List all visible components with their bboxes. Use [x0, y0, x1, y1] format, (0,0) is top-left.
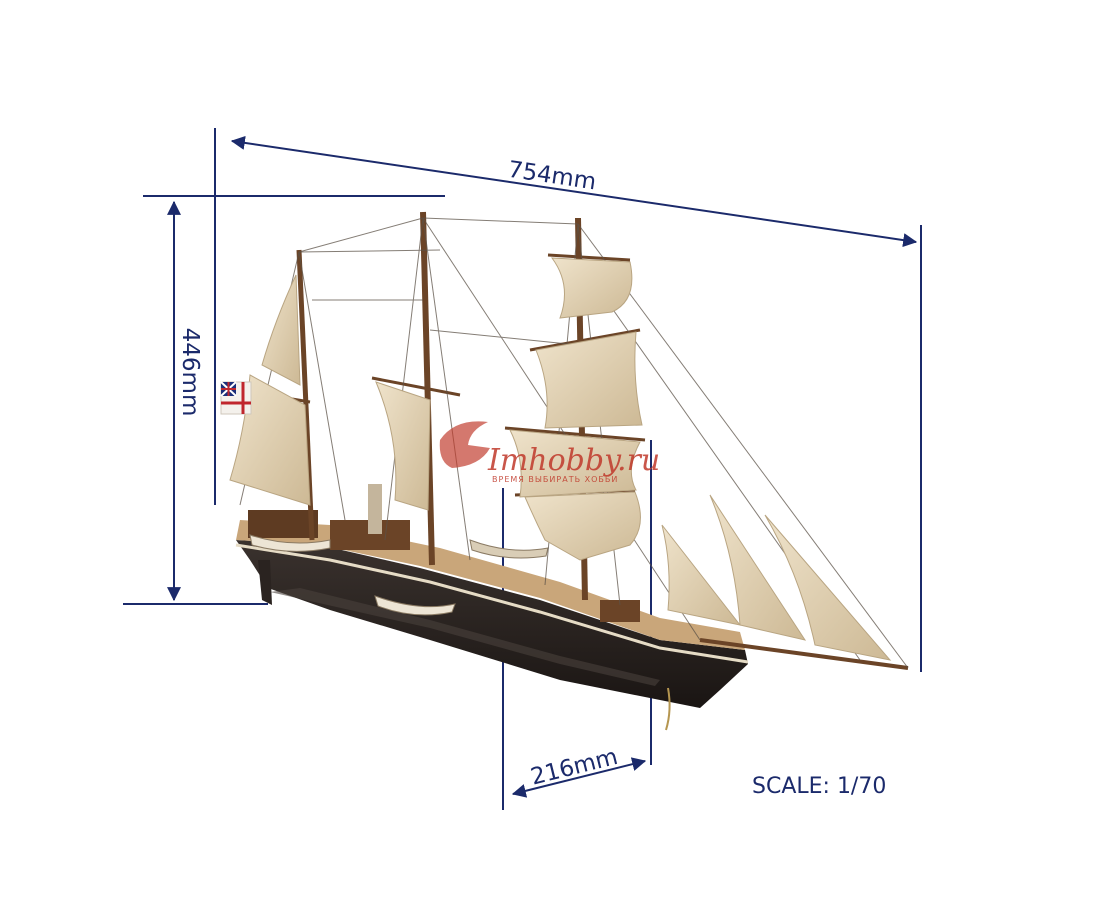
watermark-brand: Imhobby.ru [487, 443, 660, 478]
length-arrow [230, 135, 918, 248]
watermark: Imhobby.ru ВРЕМЯ ВЫБИРАТЬ ХОББИ [439, 421, 660, 484]
hull-stern-post [258, 560, 272, 605]
rub-rail [235, 543, 749, 664]
ship-model [220, 211, 909, 731]
inner-jib [709, 494, 807, 641]
length-label: 754mm [506, 157, 598, 196]
lifeboat-1 [249, 534, 331, 552]
watermark-tagline: ВРЕМЯ ВЫБИРАТЬ ХОББИ [492, 475, 618, 484]
sails [229, 257, 892, 661]
yard-3 [529, 328, 641, 352]
yard-1 [371, 376, 461, 397]
fore-topsail [509, 429, 641, 498]
height-label: 446mm [177, 328, 203, 417]
funnel [368, 484, 382, 534]
outer-jib [764, 514, 892, 661]
hull-shine [270, 588, 660, 686]
hull [236, 540, 748, 708]
fore-course [524, 491, 641, 561]
bowsprit [699, 638, 909, 670]
mizzen-topsail [261, 274, 301, 386]
width-label: 216mm [528, 744, 620, 791]
deck-house-fore [600, 600, 640, 622]
fore-staysail [661, 524, 742, 626]
width-arrow [511, 757, 647, 798]
fore-royal [550, 257, 633, 319]
main-staysail [375, 381, 431, 511]
lifeboat-3 [469, 539, 549, 559]
fore-topgallant [535, 331, 643, 429]
scale-label: SCALE: 1/70 [752, 774, 887, 799]
watermark-logo-icon [439, 421, 490, 468]
lifeboat-2 [374, 595, 456, 616]
white-ensign-icon [220, 381, 252, 415]
yard-2 [547, 253, 631, 262]
anchor-chain [665, 687, 671, 731]
deck-house-aft [248, 510, 318, 538]
yard-4 [504, 426, 646, 442]
